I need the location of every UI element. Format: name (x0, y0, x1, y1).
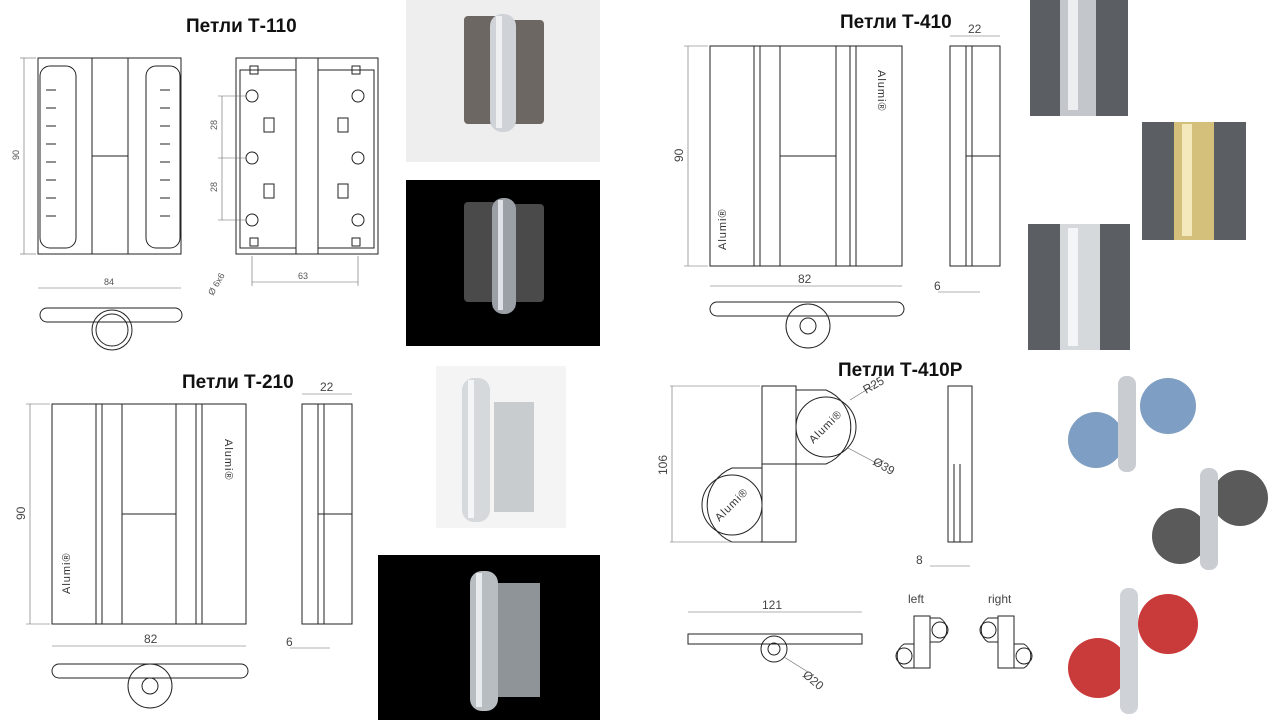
t410p-height-dim: 106 (656, 455, 670, 475)
t210-depth-dim: 22 (320, 380, 334, 394)
t210-photo-dark (378, 555, 600, 720)
t410-offset-dim: 6 (934, 279, 941, 293)
t110-photo-dark (406, 180, 600, 346)
t210-photo-light (436, 366, 566, 528)
t410p-axis-dim: Ø20 (800, 668, 827, 694)
t410p-left-label: left (908, 592, 925, 606)
t410p-photo-red (1066, 584, 1202, 720)
t210-drawing: Alumi® Alumi® 90 82 22 6 (0, 364, 372, 720)
t410p-width-dim: 121 (762, 598, 782, 612)
t210-height-dim: 90 (14, 506, 28, 520)
t210-title: Петли Т-210 (182, 372, 294, 393)
t410p-logo-bottom: Alumi® (713, 486, 751, 524)
t410-photo-gold (1140, 118, 1246, 244)
t110-hole-dim: Ø 6x6 (206, 271, 227, 297)
t410-title: Петли Т-410 (840, 12, 952, 33)
t210-width-dim: 82 (144, 632, 158, 646)
t110-span-dim: 63 (298, 271, 308, 281)
t410-logo-bottom: Alumi® (717, 208, 729, 250)
t410-depth-dim: 22 (968, 22, 982, 36)
t410p-logo-top: Alumi® (807, 408, 845, 446)
t410-drawing: Alumi® Alumi® 90 82 22 6 (640, 10, 1020, 360)
t410p-diameter-dim: Ø39 (871, 454, 898, 478)
t210-logo-bottom: Alumi® (61, 552, 73, 594)
t410p-offset-dim: 8 (916, 553, 923, 567)
t110-title: Петли Т-110 (186, 16, 297, 37)
t210-logo-top: Alumi® (222, 439, 234, 481)
t410p-photo-blue (1068, 372, 1200, 476)
t410-photo-silver (1026, 222, 1132, 356)
t210-offset-dim: 6 (286, 635, 293, 649)
t410-height-dim: 90 (672, 148, 686, 162)
t410p-photo-grey (1150, 466, 1274, 574)
t410p-right-label: right (988, 592, 1012, 606)
t110-drawing: 90 28 28 Ø 6x6 63 84 (0, 0, 400, 360)
t410p-title: Петли Т-410Р (838, 360, 963, 381)
t410p-drawing: Alumi® Alumi® R25 Ø39 106 8 121 Ø20 left… (650, 360, 1062, 720)
t110-photo-light (406, 0, 600, 162)
t410-photo-grey (1030, 0, 1130, 118)
t110-width-dim: 84 (104, 277, 114, 287)
t110-pitch-b-dim: 28 (209, 182, 219, 192)
t410-width-dim: 82 (798, 272, 812, 286)
t110-pitch-a-dim: 28 (209, 120, 219, 130)
t110-height-dim: 90 (11, 150, 21, 160)
t410-logo-top: Alumi® (875, 70, 887, 112)
